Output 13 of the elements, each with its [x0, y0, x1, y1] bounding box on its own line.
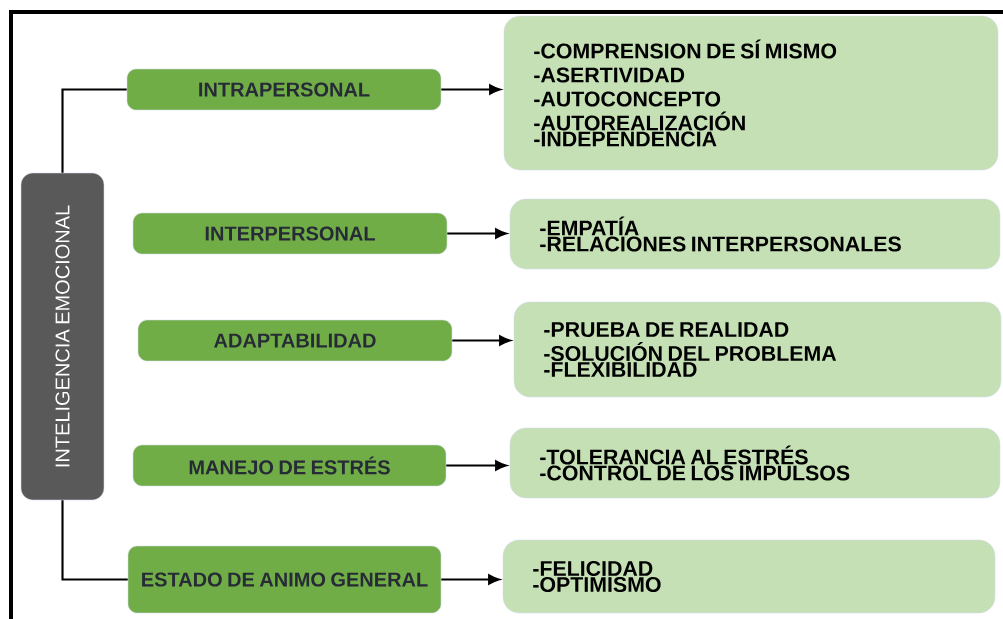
connector-line	[61, 500, 128, 581]
item-list-box: -PRUEBA DE REALIDAD -SOLUCIÓN DEL PROBLEMA -FLEXIBILIDAD	[513, 301, 1002, 398]
item-list-box: -FELICIDAD -OPTIMISMO	[502, 539, 996, 614]
root-box: INTELIGENCIA EMOCIONAL	[20, 172, 105, 501]
item-list-box: -TOLERANCIA AL ESTRÉS -CONTROL DE LOS IMPULSOS	[509, 427, 1001, 499]
category-box: INTRAPERSONAL	[126, 68, 442, 111]
item-list-box: -COMPRENSION DE SÍ MISMO -ASERTIVIDAD -AUTOCONCEPTO -AUTOREALIZACIÓN -INDEPENDENCIA	[503, 15, 999, 171]
category-box: MANEJO DE ESTRÉS	[132, 444, 447, 487]
item-list-box: -EMPATÍA -RELACIONES INTERPERSONALES	[509, 198, 1001, 270]
category-box: INTERPERSONAL	[132, 212, 448, 255]
category-box: ADAPTABILIDAD	[137, 319, 453, 362]
connector-line	[61, 88, 127, 173]
category-box: ESTADO DE ANIMO GENERAL	[127, 545, 442, 614]
